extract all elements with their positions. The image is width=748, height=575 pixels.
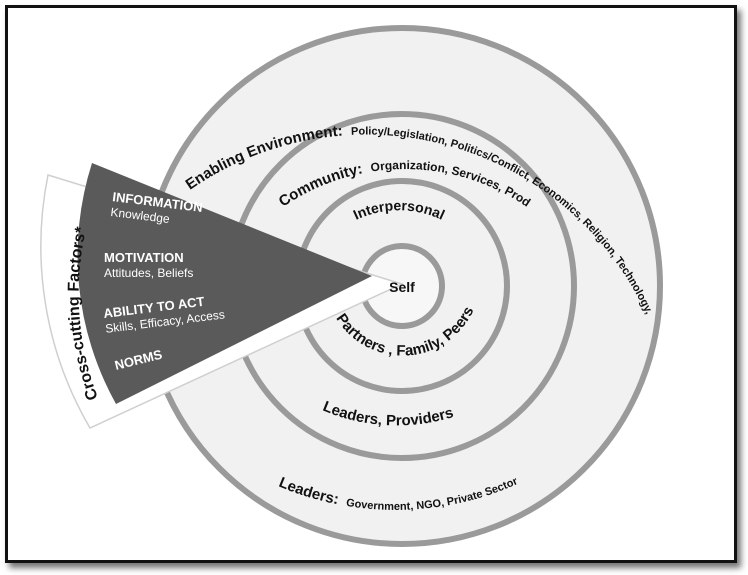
svg-text:MOTIVATION: MOTIVATION bbox=[104, 250, 184, 265]
self-label: Self bbox=[389, 279, 415, 295]
cross-cutting-wedge bbox=[40, 163, 405, 429]
svg-text:Attitudes, Beliefs: Attitudes, Beliefs bbox=[104, 266, 193, 280]
factor-motivation: MOTIVATION Attitudes, Beliefs bbox=[104, 250, 193, 280]
